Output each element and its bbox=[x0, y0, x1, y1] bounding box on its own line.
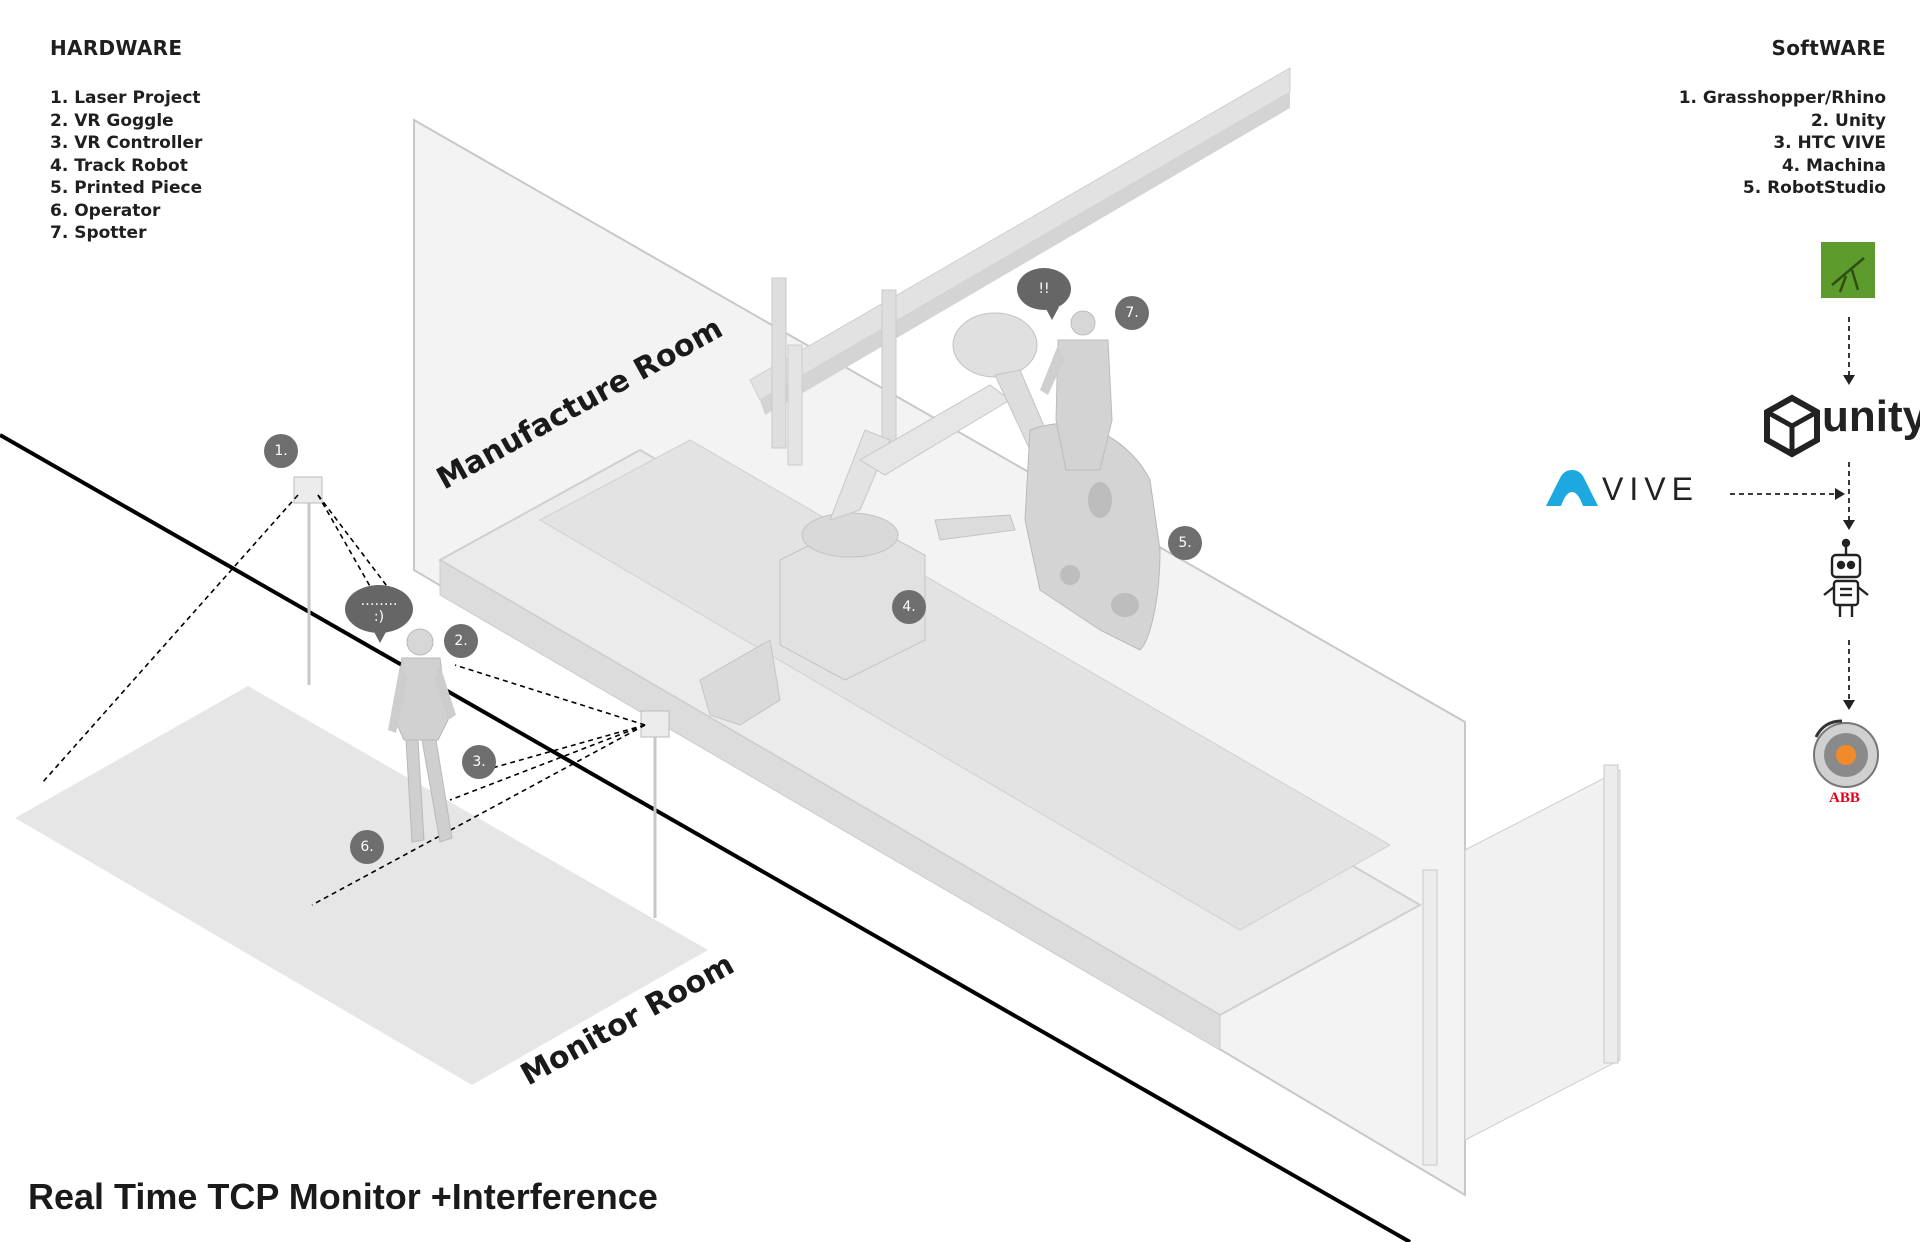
hardware-item: 2. VR Goggle bbox=[50, 110, 174, 131]
marker-1: 1. bbox=[264, 434, 298, 468]
software-flow-arrows bbox=[1730, 317, 1850, 700]
robotstudio-icon bbox=[1813, 719, 1879, 788]
track-rail-side bbox=[439, 559, 1221, 1051]
marker-2: 2. bbox=[444, 624, 478, 658]
robot-base-joint bbox=[801, 512, 899, 558]
laser-beams bbox=[41, 494, 646, 906]
software-item: 1. Grasshopper/Rhino bbox=[1678, 88, 1886, 108]
hardware-list: 1. Laser Project 2. VR Goggle 3. VR Cont… bbox=[50, 87, 202, 245]
door-panel bbox=[1464, 769, 1621, 1141]
spotter-figure bbox=[1040, 310, 1113, 471]
operator-figure bbox=[388, 628, 456, 843]
hardware-item: 3. VR Controller bbox=[50, 133, 203, 153]
operator-speech-bubble: …….. :) bbox=[345, 585, 413, 643]
spotter-speech-bubble: !! bbox=[1017, 268, 1071, 320]
vive-logo-text: VIVE bbox=[1602, 471, 1699, 507]
marker-6: 6. bbox=[350, 830, 384, 864]
marker-7: 7. bbox=[1115, 296, 1149, 330]
unity-icon bbox=[1764, 394, 1820, 458]
spotter-speech-text: !! bbox=[1038, 281, 1050, 297]
hardware-item: 1. Laser Project bbox=[50, 88, 201, 108]
hardware-item: 5. Printed Piece bbox=[50, 178, 203, 198]
printed-piece-hole bbox=[1060, 565, 1080, 585]
grasshopper-glyph bbox=[1831, 257, 1865, 293]
hardware-item: 4. Track Robot bbox=[50, 155, 188, 176]
software-item: 4. Machina bbox=[1781, 155, 1886, 176]
laser-projector-1 bbox=[293, 476, 323, 685]
software-item: 2. Unity bbox=[1810, 110, 1886, 131]
software-flow-arrowheads bbox=[1835, 375, 1855, 710]
marker-5: 5. bbox=[1168, 526, 1202, 560]
printed-piece-hole bbox=[1111, 593, 1139, 617]
hardware-item: 6. Operator bbox=[50, 200, 161, 221]
software-title: SoftWARE bbox=[1771, 36, 1886, 60]
software-list: 1. Grasshopper/Rhino 2. Unity 3. HTC VIV… bbox=[1679, 87, 1886, 200]
hardware-title: HARDWARE bbox=[50, 36, 183, 60]
hardware-item: 7. Spotter bbox=[50, 223, 147, 243]
monitor-room-floor bbox=[15, 686, 708, 1085]
operator-speech-line: :) bbox=[373, 609, 385, 625]
robot-wrist bbox=[952, 312, 1038, 378]
column bbox=[771, 277, 787, 449]
column bbox=[787, 344, 803, 466]
marker-3: 3. bbox=[462, 745, 496, 779]
operator-speech-line: …….. bbox=[360, 593, 398, 609]
door-post bbox=[1603, 764, 1619, 1064]
robot-cable-drum bbox=[699, 639, 781, 726]
vive-icon bbox=[1546, 470, 1598, 506]
door-post bbox=[1422, 869, 1438, 1166]
machina-robot-icon bbox=[1823, 538, 1869, 617]
room-divider-line bbox=[0, 433, 1411, 1242]
marker-4: 4. bbox=[892, 590, 926, 624]
abb-logo-text: ABB bbox=[1829, 790, 1860, 806]
software-item: 3. HTC VIVE bbox=[1773, 133, 1886, 153]
unity-logo-text: unity bbox=[1822, 392, 1920, 441]
page-title: Real Time TCP Monitor +Interference bbox=[28, 1176, 658, 1217]
end-effector-tray bbox=[934, 514, 1016, 541]
printed-piece-hole bbox=[1088, 482, 1112, 518]
track-bed bbox=[538, 439, 1392, 931]
software-item: 5. RobotStudio bbox=[1742, 178, 1886, 198]
column bbox=[881, 289, 897, 461]
